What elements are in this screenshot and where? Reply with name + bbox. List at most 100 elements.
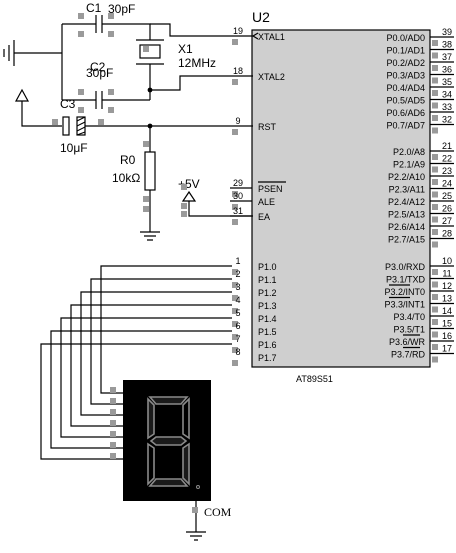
pin-label: P0.1/AD1	[386, 46, 425, 56]
pin-marker	[110, 442, 116, 448]
mcu-pin-p2-3-a11: P2.3/A11 24	[389, 179, 454, 198]
pin-marker	[143, 141, 149, 147]
pin-number: 21	[442, 141, 452, 151]
pin-number: 17	[442, 344, 452, 354]
pin-number: 1	[235, 256, 240, 266]
pin-marker	[432, 65, 438, 71]
c1-value: 30pF	[108, 2, 135, 16]
pin-label: P1.1	[258, 275, 277, 285]
pin-number: 5	[235, 308, 240, 318]
pin-number: 24	[442, 179, 452, 189]
pin-marker	[98, 119, 104, 125]
ground-symbol-osc	[3, 40, 15, 66]
segment-e	[147, 442, 155, 486]
pin-label: P3.1/TXD	[386, 275, 426, 285]
mcu-pin-p1-7: 8P1.7	[232, 347, 277, 366]
display-segments	[147, 396, 200, 489]
pin-marker	[232, 129, 238, 135]
pin-marker	[232, 295, 238, 301]
pin-marker	[432, 331, 438, 338]
pin-label: XTAL2	[258, 72, 285, 82]
capacitor-c2-symbol	[88, 91, 150, 109]
c3-hatch	[76, 116, 86, 136]
pin-marker	[110, 387, 116, 393]
pin-number: 9	[235, 116, 240, 126]
pin-marker	[108, 107, 114, 113]
pin-marker	[143, 206, 149, 212]
xtal2-wire	[150, 75, 253, 91]
pin-marker	[181, 184, 187, 190]
segment-c	[182, 442, 190, 486]
pin-marker	[432, 52, 438, 59]
segment-a	[148, 396, 189, 405]
pin-number: 2	[235, 269, 240, 279]
c2-ref: C2	[90, 60, 106, 74]
pin-number: 39	[442, 27, 452, 37]
pin-marker	[432, 306, 438, 313]
pin-number: 14	[442, 306, 452, 316]
c3-ref: C3	[60, 97, 76, 111]
pin-number: 35	[442, 77, 452, 87]
pin-number: 16	[442, 331, 452, 341]
pin-marker	[432, 294, 438, 300]
reset-circuit: C3 10μF R0 10kΩ	[14, 88, 253, 241]
pin-marker	[432, 269, 438, 275]
pin-number: 15	[442, 319, 452, 329]
pin-label: P0.3/AD3	[386, 71, 425, 81]
pin-marker	[78, 13, 84, 19]
capacitor-c1-symbol	[88, 15, 151, 40]
pin-marker	[232, 204, 238, 210]
pin-marker	[432, 356, 438, 363]
r0-value: 10kΩ	[112, 171, 140, 185]
x1-value: 12MHz	[178, 56, 216, 70]
com-label: COM	[204, 505, 232, 519]
pin-label: P1.6	[258, 340, 277, 350]
pin-number: 26	[442, 204, 452, 214]
pin-number: 23	[442, 166, 452, 176]
pin-marker	[432, 204, 438, 210]
pin-label: P3.6/WR	[389, 337, 426, 347]
pin-number: 27	[442, 216, 452, 226]
pin-marker	[108, 13, 114, 19]
pin-marker	[432, 229, 438, 235]
mcu-pin-p3-6-wr: P3.6/WR 16	[389, 331, 454, 350]
c2-value: 30pF	[86, 66, 113, 80]
pin-label: ALE	[258, 197, 275, 207]
pin-label: P2.5/A13	[388, 210, 425, 220]
pin-marker	[232, 308, 238, 314]
pin-marker	[432, 90, 438, 96]
pin-marker	[192, 507, 198, 513]
pin-label: PSEN	[258, 184, 283, 194]
pin-label: P2.3/A11	[389, 185, 425, 195]
mcu-pin-p1-0: 1P1.0	[232, 256, 277, 275]
vcc-arrow-c3	[14, 88, 62, 127]
bus-wire	[50, 330, 232, 449]
pin-marker	[78, 89, 84, 95]
pin-label: P3.5/T1	[393, 325, 425, 335]
bus-wire	[40, 343, 232, 460]
segment-f	[147, 397, 155, 440]
pin-number: 13	[442, 294, 452, 304]
pin-label: P1.4	[258, 314, 277, 324]
pin-label: XTAL1	[258, 32, 285, 42]
pin-number: 18	[233, 66, 243, 76]
pin-marker	[181, 203, 187, 209]
pin-number: 28	[442, 229, 452, 239]
bus-wire	[70, 304, 232, 427]
pin-number: 6	[235, 321, 240, 331]
mcu-pin-p2-5-a13: P2.5/A13 26	[388, 204, 454, 223]
mcu-pin-p1-5: 6P1.5	[232, 321, 277, 340]
pin-label: P0.0/AD0	[386, 33, 425, 43]
bus-wire	[100, 265, 232, 394]
segment-b	[182, 397, 190, 440]
bus-wire	[90, 278, 232, 405]
